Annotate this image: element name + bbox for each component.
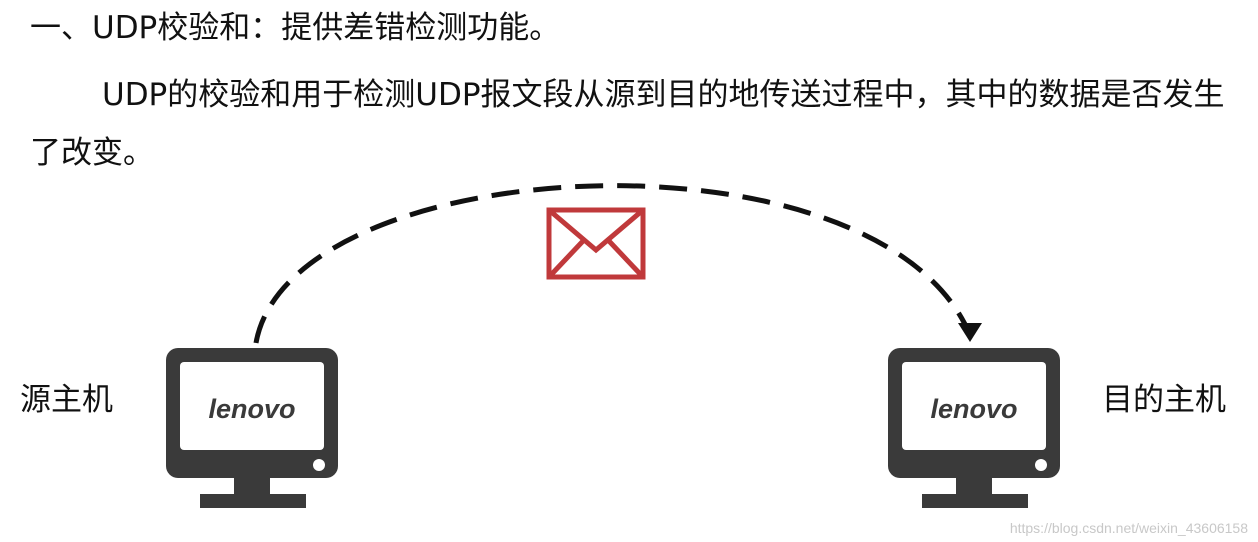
destination-computer-icon: lenovo <box>888 348 1060 508</box>
watermark-url: https://blog.csdn.net/weixin_43606158 <box>1009 520 1248 536</box>
section-heading: 一、UDP校验和：提供差错检测功能。 <box>30 10 561 46</box>
destination-host-label: 目的主机 <box>1102 382 1226 418</box>
envelope-icon <box>546 207 646 280</box>
transfer-path-arc <box>253 183 973 344</box>
source-computer-icon: lenovo <box>166 348 338 508</box>
source-computer-brand: lenovo <box>208 394 295 424</box>
description-paragraph: UDP的校验和用于检测UDP报文段从源到目的地传送过程中，其中的数据是否发生了改… <box>30 77 1225 171</box>
destination-computer-brand: lenovo <box>930 394 1017 424</box>
source-host-label: 源主机 <box>20 382 113 418</box>
arrowhead-icon <box>958 323 982 342</box>
